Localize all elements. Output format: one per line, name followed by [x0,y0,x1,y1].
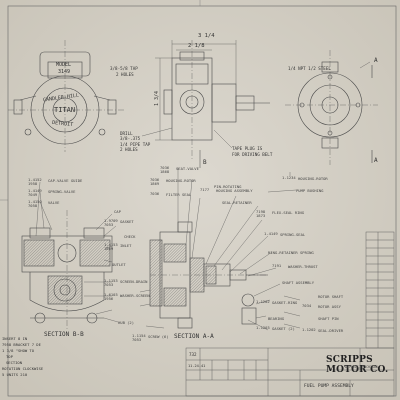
hole-note-1: 3/8-5/8 TAP [110,66,138,71]
revision-table [365,231,395,349]
section-b-b-view [21,181,119,330]
left-note-3: 1 3/8 "SHOW TO [2,348,35,353]
left-note-2: 7958 BRACKET 7 DE [2,342,41,347]
hole-note-2: 2 HOLES [116,72,134,77]
drill-note-2: 3/8-.375 [120,136,141,141]
cut-a-top: A [374,57,378,64]
company-location: DETROIT, MICHIGAN [345,365,378,369]
dim-width-sub: 2 1/8 [188,43,205,49]
title-block-frame [185,347,395,397]
drill-note-1: DRILL [120,131,133,136]
nameplate-model-label: MODEL [56,62,72,68]
pump-nameplate-view [8,40,125,152]
cut-b-top: B [203,159,207,166]
pump-side-view [141,40,270,168]
tape-note-1: TAPE PLUG IS [232,146,263,151]
section-a-label: SECTION A-A [174,333,214,340]
company-name: SCRIPPS MOTOR CO. [326,355,389,375]
pipe-tap-note: 1/4 PIPE TAP [120,142,151,147]
left-note-5: SECTION [6,360,23,365]
pump-end-view [285,50,378,165]
dim-height: 1 3/4 [154,90,161,107]
cut-a-bottom: A [374,157,378,164]
right-leaders [267,172,301,329]
left-note-1: INSERT 8 IN [2,336,28,341]
left-note-6: ROTATION CLOCKWISE [2,366,44,371]
tape-note-2: FOR DRIVING BELT [232,152,273,157]
revision-number: 732 [189,352,197,357]
drawing-date: 11-24-41 [188,364,206,368]
side-note: 1/4 NPT 1/2 STEEL [288,66,331,71]
section-b-label: SECTION B-B [44,331,84,338]
drawing-title: FUEL PUMP ASSEMBLY [304,384,354,389]
holes-2-note: 2 HOLES [120,147,138,152]
section-a-a-view [139,168,281,331]
nameplate-brand: TITAN [54,106,76,114]
dim-width-main: 3 1/4 [198,33,215,39]
nameplate-model-number: 3149 [58,69,71,75]
left-note-7: 5 UNITS 210 [2,372,28,377]
left-note-4: TOP [6,354,13,359]
